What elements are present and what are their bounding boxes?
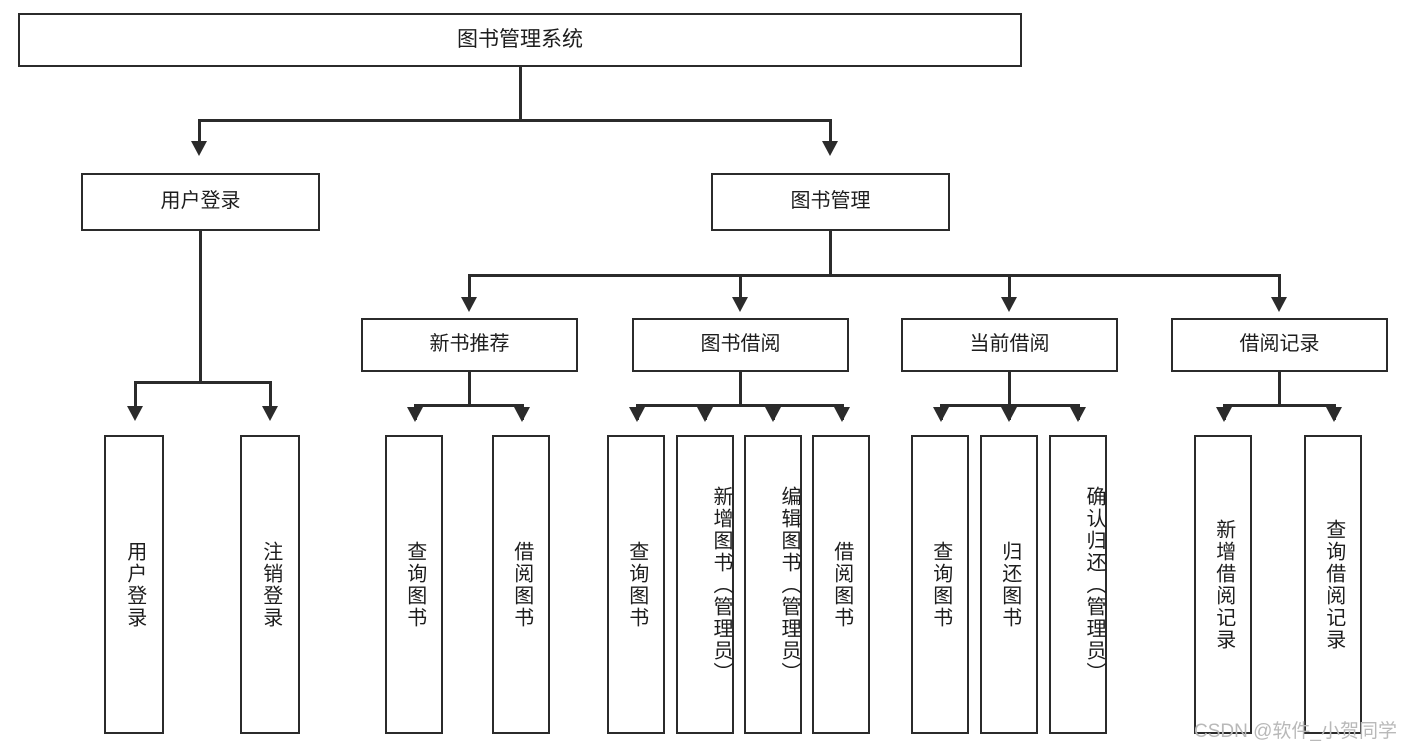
node-label: 图书管理系统	[457, 27, 583, 51]
node-root-system[interactable]: 图书管理系统	[18, 13, 1022, 67]
leaf-current-confirm-return-admin[interactable]: 确认归还（管理员）	[1049, 435, 1107, 734]
node-label: 用户登录	[160, 190, 241, 213]
arrowhead-icon	[822, 141, 838, 156]
connector-user-login-stem	[199, 231, 202, 382]
arrowhead-icon	[765, 407, 781, 422]
leaf-user-login[interactable]: 用户登录	[104, 435, 164, 734]
node-label: 归还图书	[998, 540, 1021, 629]
node-label: 新书推荐	[429, 333, 510, 356]
connector-to-new-book	[468, 274, 471, 300]
node-label: 编辑图书（管理员）	[778, 485, 800, 684]
arrowhead-icon	[1070, 407, 1086, 422]
arrowhead-icon	[933, 407, 949, 422]
connector-current-borrow-stem	[1008, 372, 1011, 406]
node-label: 图书管理	[790, 190, 871, 213]
node-borrow-record[interactable]: 借阅记录	[1171, 318, 1388, 372]
node-label: 借阅图书	[510, 540, 533, 629]
arrowhead-icon	[262, 406, 278, 421]
connector-user-login-to-leaf-1	[134, 381, 137, 408]
leaf-borrow-borrow-book[interactable]: 借阅图书	[812, 435, 870, 734]
node-label: 借阅图书	[830, 540, 853, 629]
node-label: 新增图书（管理员）	[710, 485, 732, 684]
arrowhead-icon	[1216, 407, 1232, 422]
leaf-record-add-record[interactable]: 新增借阅记录	[1194, 435, 1252, 734]
arrowhead-icon	[1271, 297, 1287, 312]
connector-root-to-book-manage	[829, 119, 832, 143]
node-book-management[interactable]: 图书管理	[711, 173, 950, 231]
connector-book-borrow-bus	[636, 404, 843, 407]
node-label: 当前借阅	[969, 333, 1050, 356]
arrowhead-icon	[629, 407, 645, 422]
leaf-record-query-record[interactable]: 查询借阅记录	[1304, 435, 1362, 734]
connector-new-book-stem	[468, 372, 471, 406]
arrowhead-icon	[1326, 407, 1342, 422]
leaf-borrow-add-book-admin[interactable]: 新增图书（管理员）	[676, 435, 734, 734]
node-label: 查询图书	[929, 540, 952, 629]
node-label: 确认归还（管理员）	[1083, 485, 1105, 684]
node-label: 查询图书	[625, 540, 648, 629]
node-label: 新增借阅记录	[1212, 518, 1235, 651]
connector-to-book-borrow	[739, 274, 742, 300]
arrowhead-icon	[127, 406, 143, 421]
arrowhead-icon	[732, 297, 748, 312]
leaf-newbook-borrow-book[interactable]: 借阅图书	[492, 435, 550, 734]
node-new-book-recommend[interactable]: 新书推荐	[361, 318, 578, 372]
connector-book-manage-stem	[829, 231, 832, 276]
arrowhead-icon	[1001, 407, 1017, 422]
leaf-current-query-book[interactable]: 查询图书	[911, 435, 969, 734]
arrowhead-icon	[514, 407, 530, 422]
connector-borrow-record-stem	[1278, 372, 1281, 406]
leaf-borrow-query-book[interactable]: 查询图书	[607, 435, 665, 734]
connector-to-borrow-record	[1278, 274, 1281, 300]
node-label: 查询借阅记录	[1322, 518, 1345, 651]
connector-borrow-record-bus	[1223, 404, 1335, 407]
node-current-borrow[interactable]: 当前借阅	[901, 318, 1118, 372]
arrowhead-icon	[697, 407, 713, 422]
connector-book-manage-bus	[468, 274, 1280, 277]
leaf-borrow-edit-book-admin[interactable]: 编辑图书（管理员）	[744, 435, 802, 734]
connector-root-to-user-login	[198, 119, 201, 143]
connector-user-login-to-leaf-2	[269, 381, 272, 408]
leaf-newbook-query-book[interactable]: 查询图书	[385, 435, 443, 734]
connector-user-login-bus	[134, 381, 271, 384]
arrowhead-icon	[834, 407, 850, 422]
arrowhead-icon	[1001, 297, 1017, 312]
connector-to-current-borrow	[1008, 274, 1011, 300]
node-user-login[interactable]: 用户登录	[81, 173, 320, 231]
node-label: 查询图书	[403, 540, 426, 629]
leaf-current-return-book[interactable]: 归还图书	[980, 435, 1038, 734]
connector-root-stem	[519, 67, 522, 119]
node-label: 图书借阅	[700, 333, 781, 356]
node-label: 注销登录	[259, 540, 282, 629]
connector-root-bus	[198, 119, 832, 122]
arrowhead-icon	[191, 141, 207, 156]
arrowhead-icon	[461, 297, 477, 312]
arrowhead-icon	[407, 407, 423, 422]
connector-book-borrow-stem	[739, 372, 742, 406]
node-label: 用户登录	[123, 540, 146, 629]
connector-new-book-bus	[414, 404, 524, 407]
node-book-borrow[interactable]: 图书借阅	[632, 318, 849, 372]
leaf-logout[interactable]: 注销登录	[240, 435, 300, 734]
node-label: 借阅记录	[1239, 333, 1320, 356]
